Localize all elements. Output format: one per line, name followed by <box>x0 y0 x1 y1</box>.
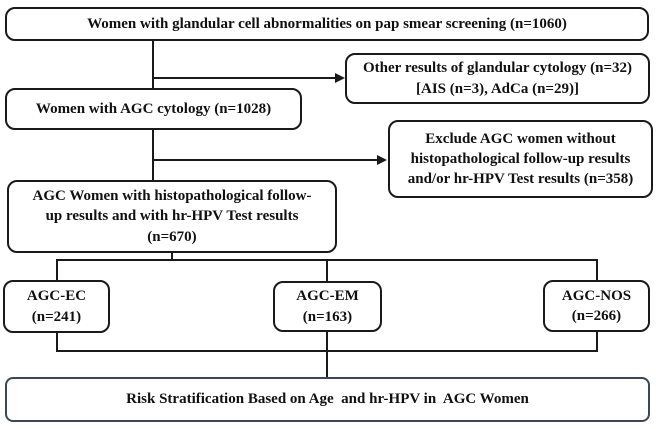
node-risk-stratification: Risk Stratification Based on Age and hr-… <box>5 377 650 422</box>
connector-screening-to-agc <box>152 41 154 88</box>
connector-followup-stub <box>171 252 173 261</box>
connector-branch-to-other <box>153 77 336 79</box>
node-agc-em-label: AGC-EM <box>296 288 359 305</box>
connector-rise-agc-ec <box>56 333 58 352</box>
node-pap-smear-screening-label: Women with glandular cell abnormalities … <box>87 15 567 32</box>
connector-drop-agc-ec <box>56 259 58 280</box>
node-other-glandular-line1: Other results of glandular cytology (n=3… <box>363 60 632 77</box>
node-followup-with-hpv: AGC Women with histopathological follow-… <box>7 180 337 253</box>
connector-rise-agc-nos <box>596 332 598 352</box>
connector-drop-agc-em <box>326 259 328 282</box>
node-agc-ec-label: AGC-EC <box>26 288 87 305</box>
node-exclude-line3: and/or hr-HPV Test results (n=358) <box>407 171 634 188</box>
node-exclude-agc-women: Exclude AGC women without histopathologi… <box>388 120 653 198</box>
node-followup-line3: (n=670) <box>147 228 197 245</box>
node-agc-em-count: (n=163) <box>302 308 353 325</box>
node-agc-nos-count: (n=266) <box>571 308 622 324</box>
connector-rise-agc-em <box>326 332 328 352</box>
node-risk-stratification-label: Risk Stratification Based on Age and hr-… <box>126 391 529 408</box>
node-agc-ec: AGC-EC (n=241) <box>3 280 110 333</box>
node-other-glandular-line2: [AIS (n=3), AdCa (n=29)] <box>416 80 579 97</box>
node-agc-em: AGC-EM (n=163) <box>273 281 382 332</box>
node-exclude-line2: histopathological follow-up results <box>410 150 631 167</box>
connector-branch-to-exclude <box>153 159 378 161</box>
node-agc-cytology-label: Women with AGC cytology (n=1028) <box>35 100 272 117</box>
node-agc-nos-label: AGC-NOS <box>561 287 632 304</box>
node-exclude-line1: Exclude AGC women without <box>425 130 616 147</box>
arrowhead-to-exclude-icon <box>377 155 387 165</box>
connector-merge-horizontal <box>56 350 598 352</box>
node-agc-cytology: Women with AGC cytology (n=1028) <box>5 88 302 130</box>
connector-drop-risk <box>326 352 328 377</box>
connector-agc-to-followup <box>152 130 154 180</box>
arrowhead-to-other-icon <box>335 73 345 83</box>
connector-drop-agc-nos <box>596 259 598 280</box>
node-followup-line1: AGC Women with histopathological follow- <box>32 188 312 205</box>
node-agc-ec-count: (n=241) <box>31 308 82 325</box>
node-agc-nos: AGC-NOS (n=266) <box>543 280 650 332</box>
node-pap-smear-screening: Women with glandular cell abnormalities … <box>5 7 649 41</box>
node-other-glandular-cytology: Other results of glandular cytology (n=3… <box>345 53 650 104</box>
node-followup-line2: up results and with hr-HPV Test results <box>45 208 299 225</box>
